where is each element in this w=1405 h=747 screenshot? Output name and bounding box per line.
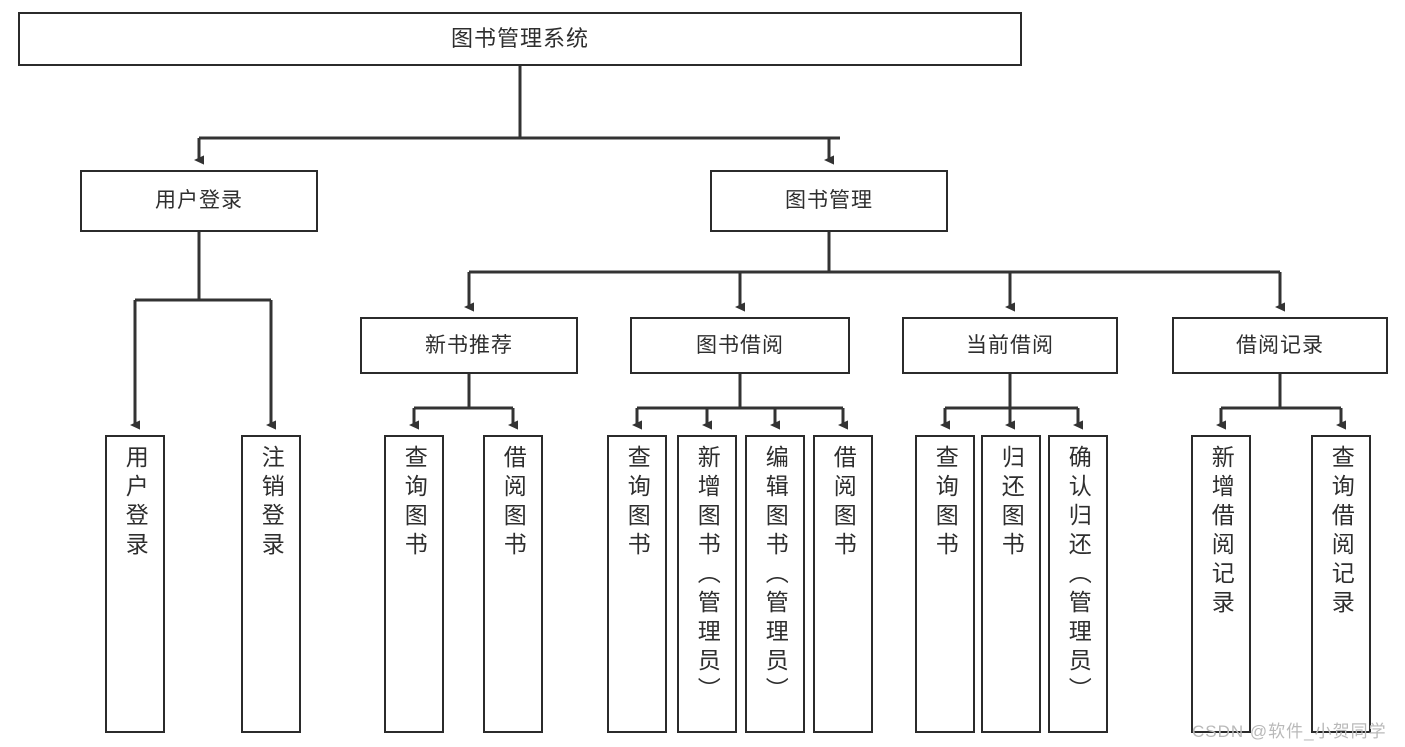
node-leaf-query-record[interactable]: 查询借阅记录 — [1311, 435, 1371, 733]
node-leaf-logout-login[interactable]: 注销登录 — [241, 435, 301, 733]
node-leaf-add-book-admin[interactable]: 新增图书（管理员） — [677, 435, 737, 733]
node-label: 用户登录 — [122, 445, 149, 561]
node-leaf-edit-book-admin[interactable]: 编辑图书（管理员） — [745, 435, 805, 733]
node-borrow-record[interactable]: 借阅记录 — [1172, 317, 1388, 374]
node-current-borrow[interactable]: 当前借阅 — [902, 317, 1118, 374]
node-leaf-user-login[interactable]: 用户登录 — [105, 435, 165, 733]
node-user-login[interactable]: 用户登录 — [80, 170, 318, 232]
node-label: 图书管理系统 — [450, 25, 589, 51]
node-book-management[interactable]: 图书管理 — [710, 170, 948, 232]
node-leaf-borrow-book-1[interactable]: 借阅图书 — [483, 435, 543, 733]
node-leaf-query-book-1[interactable]: 查询图书 — [384, 435, 444, 733]
node-label: 归还图书 — [998, 445, 1025, 561]
node-label: 查询图书 — [401, 445, 428, 561]
node-leaf-add-record[interactable]: 新增借阅记录 — [1191, 435, 1251, 733]
node-book-borrow[interactable]: 图书借阅 — [630, 317, 850, 374]
node-label: 借阅记录 — [1236, 333, 1324, 357]
node-new-book-recommend[interactable]: 新书推荐 — [360, 317, 578, 374]
node-label: 当前借阅 — [966, 333, 1054, 357]
node-label: 图书借阅 — [696, 333, 784, 357]
node-label: 借阅图书 — [500, 445, 527, 561]
node-label: 查询借阅记录 — [1328, 445, 1355, 619]
node-label: 新增借阅记录 — [1208, 445, 1235, 619]
node-leaf-return-book[interactable]: 归还图书 — [981, 435, 1041, 733]
node-label: 查询图书 — [624, 445, 651, 561]
node-label: 查询图书 — [932, 445, 959, 561]
node-label: 新书推荐 — [425, 333, 513, 357]
node-leaf-confirm-return[interactable]: 确认归还（管理员） — [1048, 435, 1108, 733]
node-leaf-query-book-2[interactable]: 查询图书 — [607, 435, 667, 733]
node-leaf-query-book-3[interactable]: 查询图书 — [915, 435, 975, 733]
node-root-system[interactable]: 图书管理系统 — [18, 12, 1022, 66]
node-label: 新增图书（管理员） — [694, 445, 721, 706]
node-label: 图书管理 — [785, 189, 873, 213]
node-leaf-borrow-book-2[interactable]: 借阅图书 — [813, 435, 873, 733]
node-label: 借阅图书 — [830, 445, 857, 561]
csdn-watermark: CSDN @软件_小贺同学 — [1192, 722, 1387, 741]
node-label: 注销登录 — [258, 445, 285, 561]
node-label: 编辑图书（管理员） — [762, 445, 789, 706]
node-label: 确认归还（管理员） — [1065, 445, 1092, 706]
node-label: 用户登录 — [155, 189, 243, 213]
